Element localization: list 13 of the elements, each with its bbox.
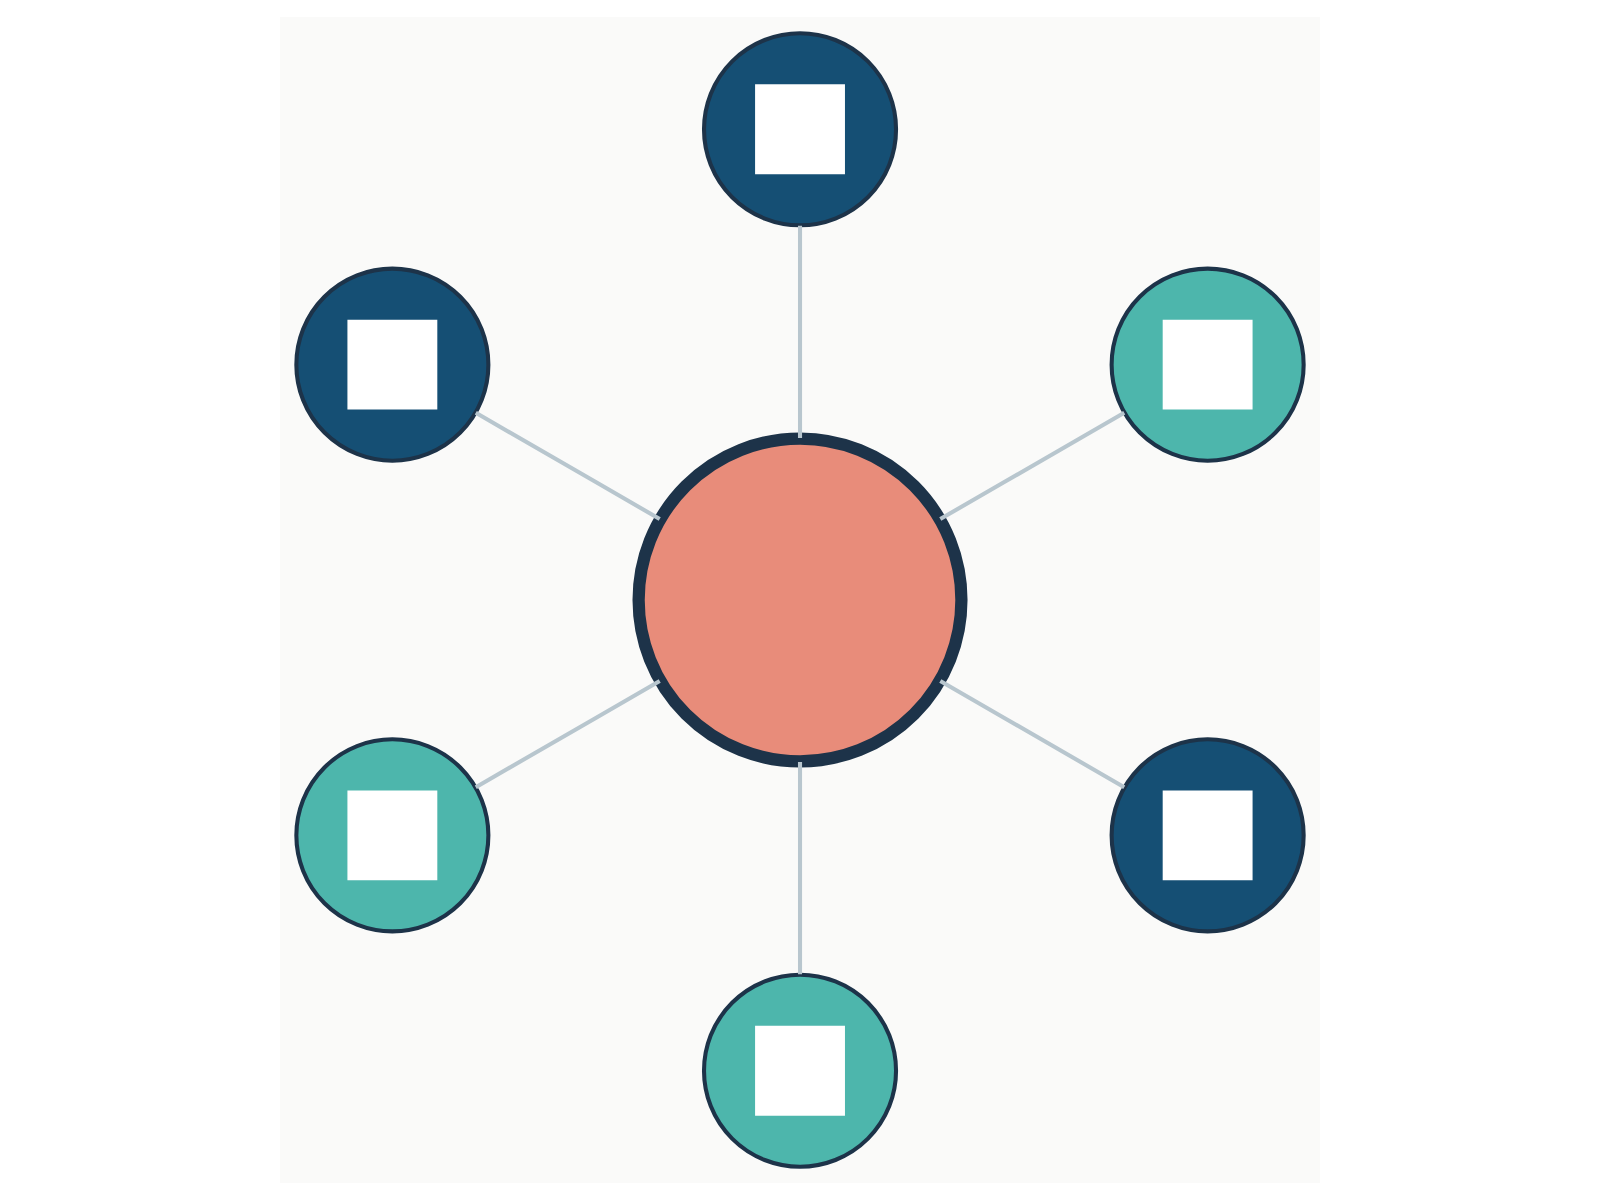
- connector: [939, 679, 1126, 789]
- node-circle: [1109, 737, 1306, 934]
- connector: [797, 762, 803, 975]
- node-circle: [294, 737, 491, 934]
- node-circle: [701, 972, 899, 1169]
- connector: [474, 411, 661, 521]
- connector: [474, 679, 661, 789]
- node-circle: [294, 266, 491, 463]
- connector: [939, 411, 1126, 521]
- node-circle: [632, 432, 968, 768]
- node-circle: [1109, 266, 1306, 463]
- node-circle: [701, 31, 899, 228]
- connector: [797, 225, 803, 438]
